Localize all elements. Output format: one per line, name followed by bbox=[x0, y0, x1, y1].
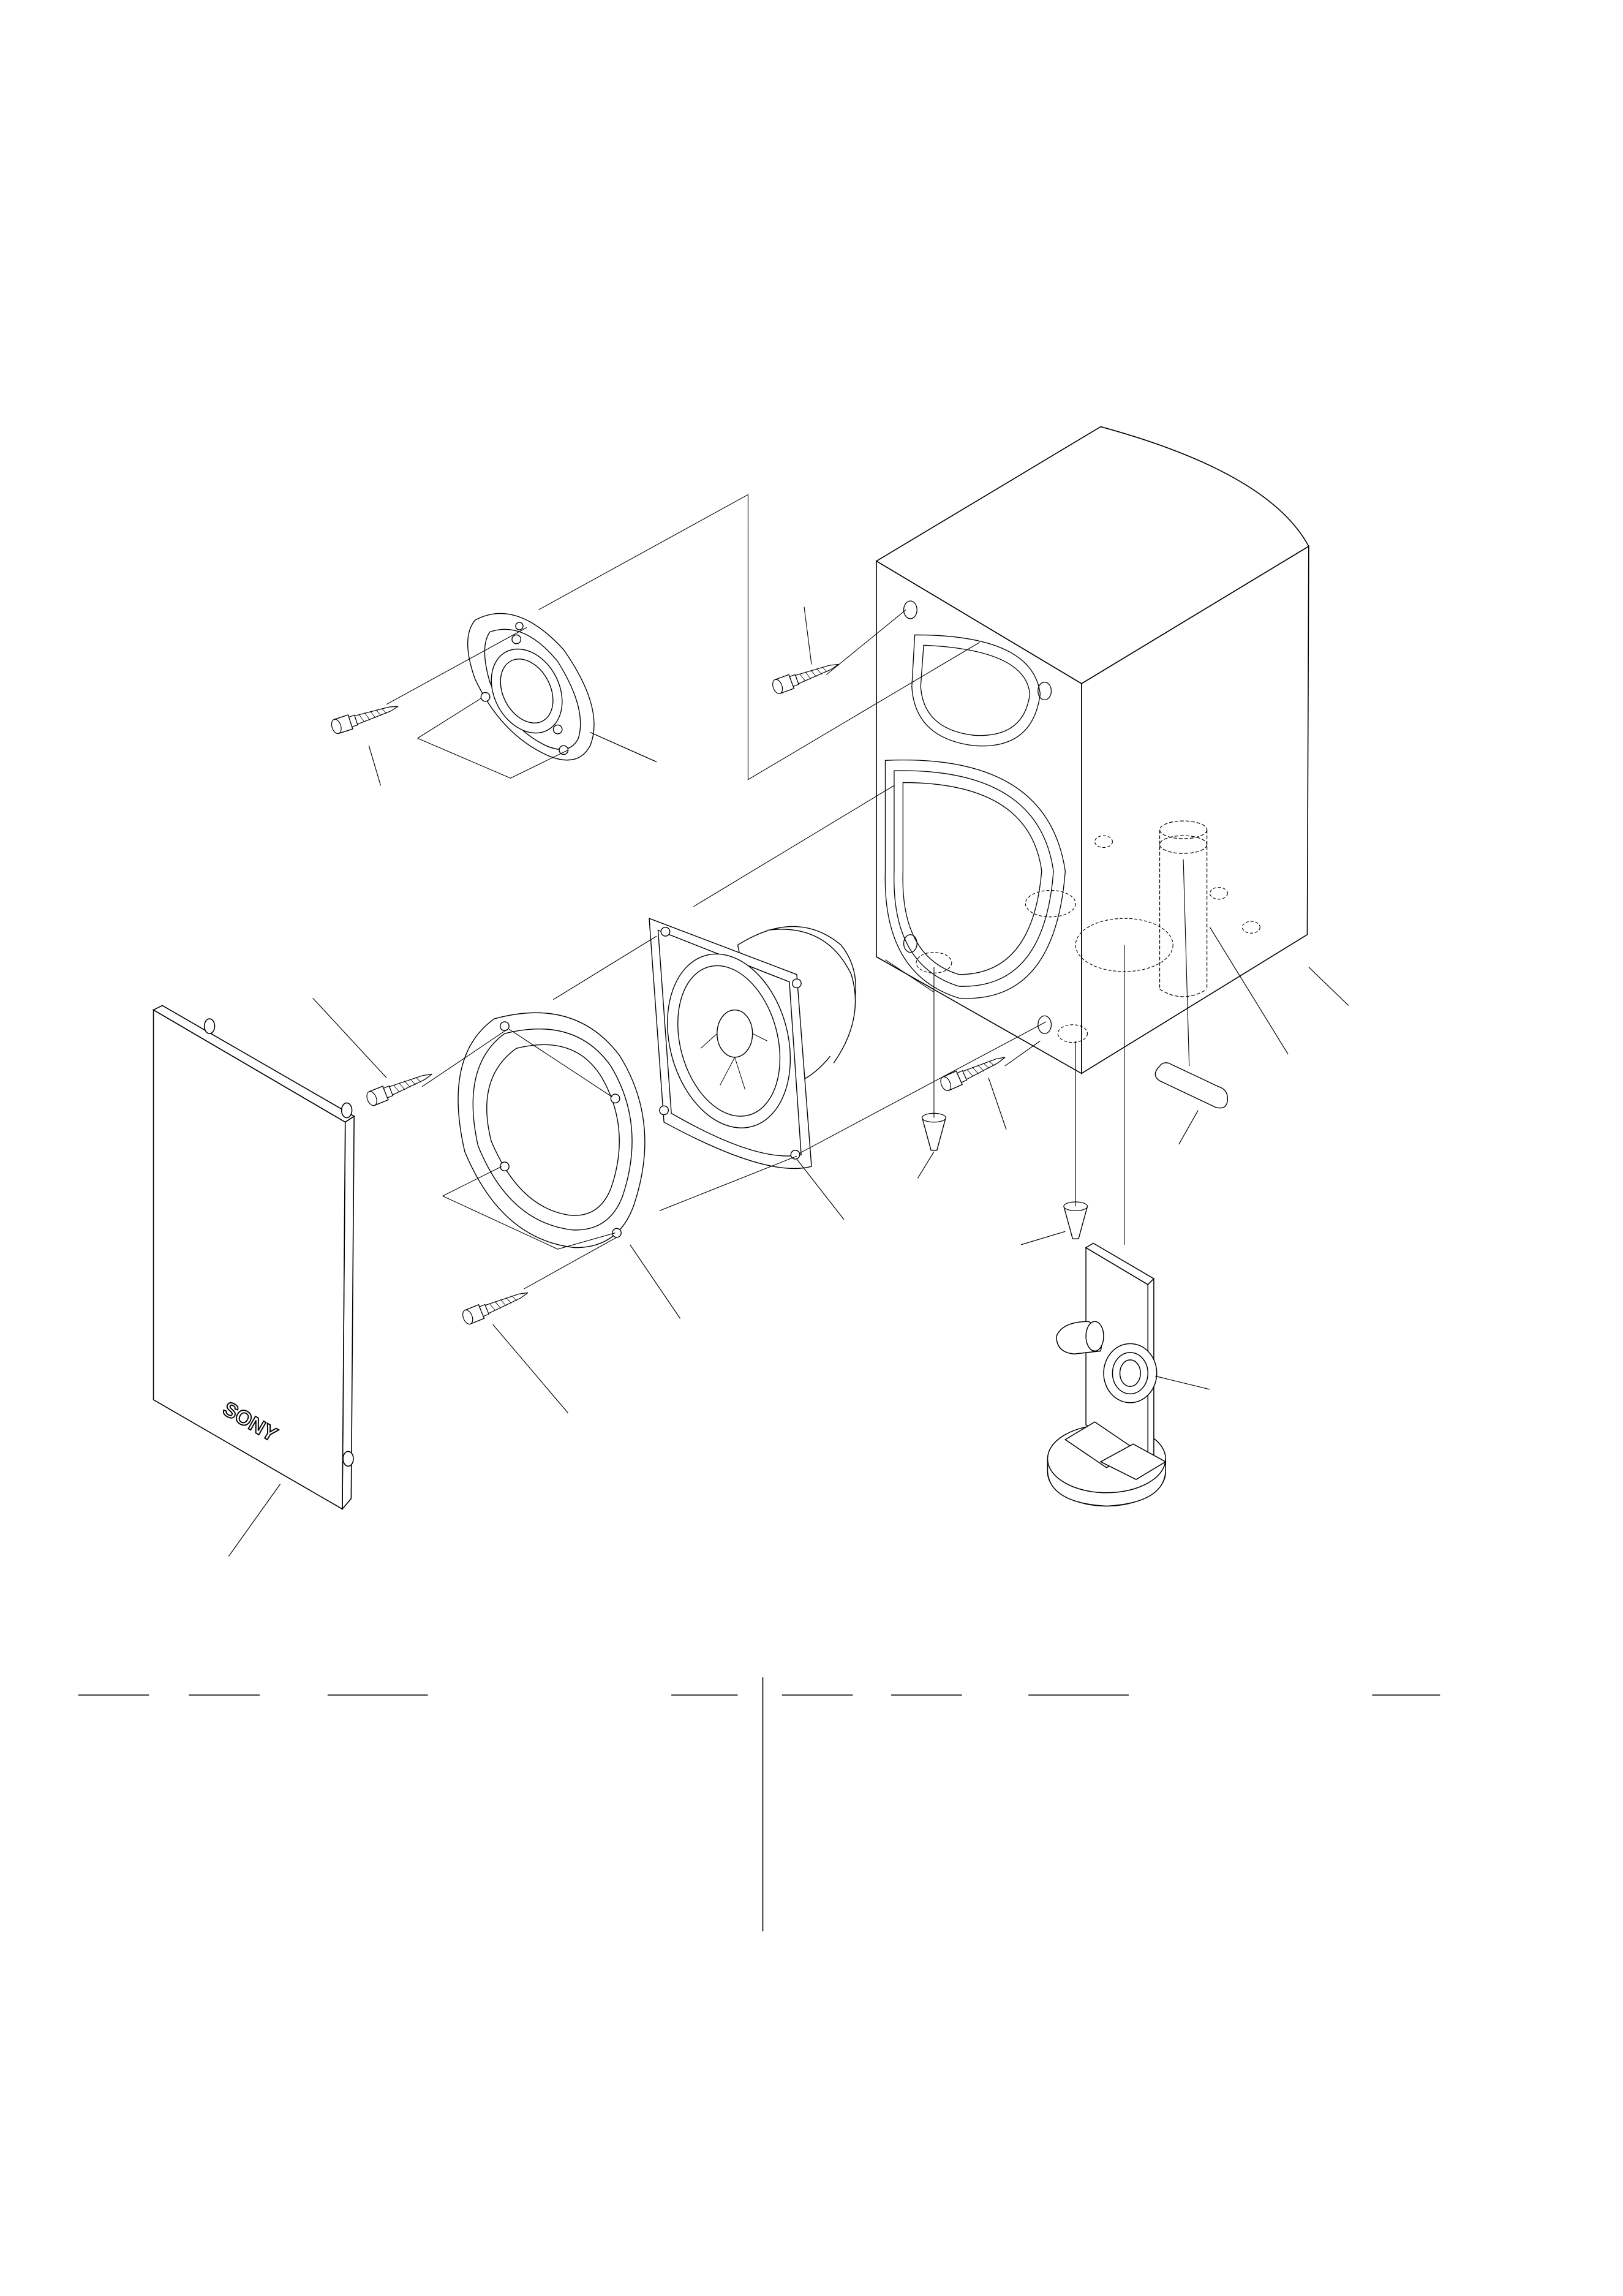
front-grille bbox=[154, 1005, 355, 1509]
woofer-screw bbox=[938, 1049, 1009, 1093]
bass-reflex-duct bbox=[1160, 821, 1207, 997]
speaker-stand bbox=[1047, 1243, 1165, 1506]
woofer-unit bbox=[649, 918, 856, 1168]
hex-key bbox=[1155, 1063, 1227, 1108]
spike-foot-right bbox=[1063, 1201, 1089, 1240]
woofer-ring-screw-upper bbox=[364, 1066, 436, 1108]
tweeter-screw-right bbox=[769, 656, 843, 697]
tweeter-screw-left bbox=[328, 698, 402, 736]
spike-foot-left bbox=[921, 1112, 947, 1152]
cabinet-front-openings bbox=[885, 601, 1065, 1033]
speaker-cabinet bbox=[876, 427, 1309, 1074]
woofer-ring-screw-lower bbox=[459, 1285, 532, 1327]
tweeter-unit bbox=[468, 613, 594, 760]
callout-lines bbox=[228, 733, 1349, 1557]
parts-table-rules bbox=[78, 1677, 1440, 1932]
woofer-trim-ring bbox=[458, 1013, 645, 1247]
